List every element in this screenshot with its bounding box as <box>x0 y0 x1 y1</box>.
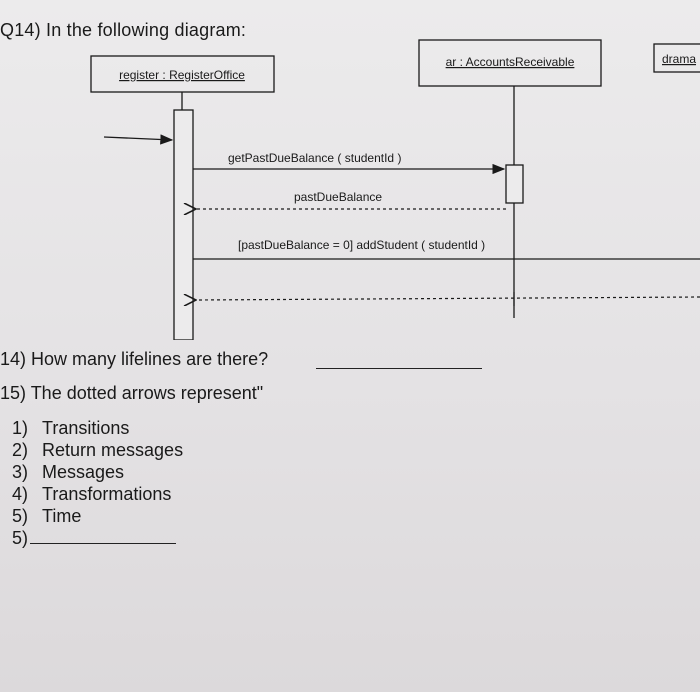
answer-blank-15[interactable] <box>30 527 176 544</box>
option-label: Messages <box>42 462 125 482</box>
activation-bar-accounts-receivable <box>505 164 524 204</box>
option-1[interactable]: 1)Transitions <box>12 418 130 438</box>
return-arrow-add-student <box>196 297 700 300</box>
sequence-diagram: register : RegisterOffice ar : AccountsR… <box>90 39 700 340</box>
answer-blank-14[interactable] <box>316 368 482 369</box>
option-label: Transformations <box>42 484 172 504</box>
question-header: Q14) In the following diagram: <box>0 20 247 40</box>
question-15: 15) The dotted arrows represent" <box>0 383 264 403</box>
question-14: 14) How many lifelines are there? <box>0 349 269 369</box>
object-register-label: register : RegisterOffice <box>119 68 245 82</box>
option-2[interactable]: 2)Return messages <box>12 440 184 460</box>
object-accounts-receivable-label: ar : AccountsReceivable <box>446 55 575 69</box>
message-label-get-past-due-balance: getPastDueBalance ( studentId ) <box>228 151 401 165</box>
object-accounts-receivable: ar : AccountsReceivable <box>418 39 602 87</box>
question-15-options: 1)Transitions 2)Return messages 3)Messag… <box>12 417 183 549</box>
object-drama-label: drama <box>662 52 696 66</box>
object-register: register : RegisterOffice <box>90 55 275 93</box>
message-label-add-student: [pastDueBalance = 0] addStudent ( studen… <box>238 238 485 252</box>
option-5[interactable]: 5)Time <box>12 506 82 526</box>
activation-bar-register <box>173 109 194 340</box>
return-label-past-due-balance: pastDueBalance <box>294 190 382 204</box>
incoming-message-arrow <box>103 134 174 145</box>
option-label: Transitions <box>42 418 130 438</box>
option-label: Return messages <box>42 440 184 460</box>
object-drama: drama <box>653 43 700 73</box>
option-4[interactable]: 4)Transformations <box>12 484 172 504</box>
option-6-blank[interactable]: 5) <box>12 527 183 549</box>
option-3[interactable]: 3)Messages <box>12 462 125 482</box>
option-label: Time <box>42 506 82 526</box>
